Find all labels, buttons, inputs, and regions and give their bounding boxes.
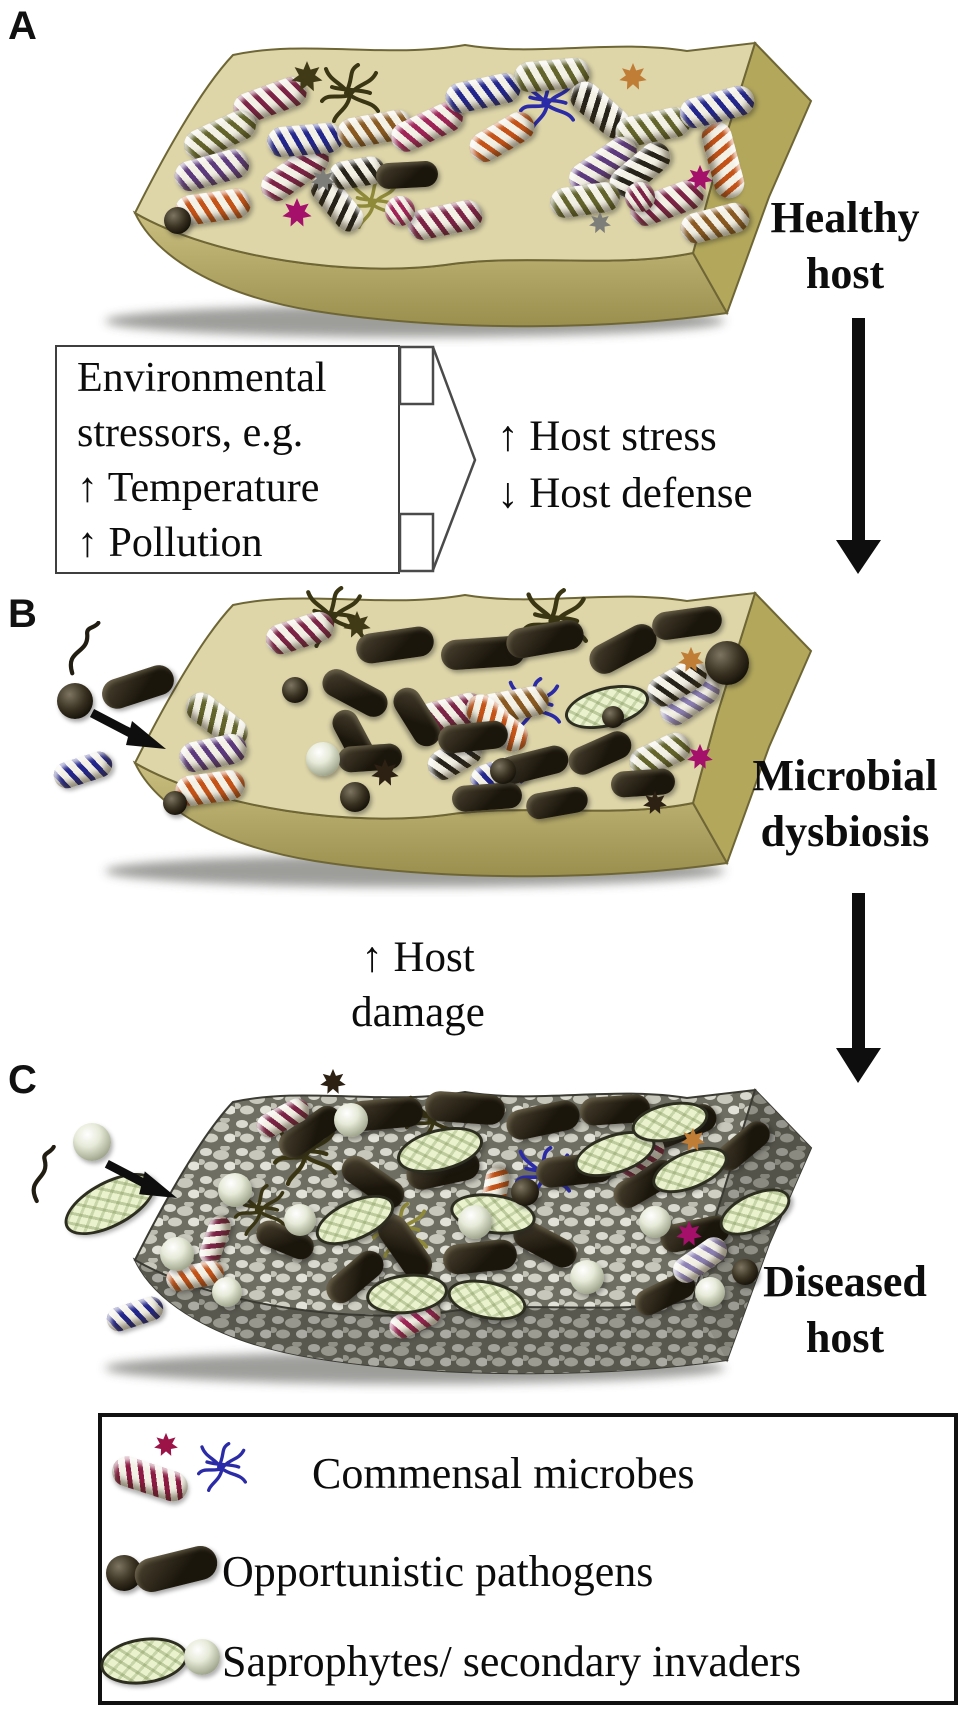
pathogen-rod-icon — [131, 1542, 221, 1596]
commensal-star-icon — [153, 1432, 179, 1458]
saprophyte-sphere — [306, 742, 340, 776]
commensal-star — [686, 164, 714, 192]
caption-line: Diseased — [763, 1257, 927, 1306]
panel-label-c: C — [8, 1058, 37, 1102]
host-stress-text: ↑ Host stress ↓ Host defense — [497, 408, 753, 522]
host-damage-line: ↑ Host — [361, 934, 475, 981]
scene-c — [31, 1062, 815, 1402]
stressor-line: Environmental — [77, 355, 327, 401]
commensal-star — [675, 1220, 703, 1248]
commensal-coccus — [385, 196, 415, 226]
caption-microbial-dysbiosis: Microbial dysbiosis — [712, 748, 975, 860]
commensal-filament-icon — [197, 1442, 247, 1492]
invasion-arrow — [103, 1157, 179, 1201]
invasion-arrow — [88, 707, 168, 751]
saprophyte-sphere — [212, 1277, 242, 1307]
commensal-star — [310, 167, 336, 193]
saprophyte-sphere — [458, 1205, 492, 1239]
caption-line: Microbial — [752, 751, 938, 800]
opportunistic-pathogen-coccus — [57, 683, 93, 719]
opportunistic-pathogen-coccus — [163, 206, 191, 234]
saprophyte-oval-icon — [97, 1632, 191, 1690]
legend-label-saprophytes: Saprophytes/ secondary invaders — [222, 1636, 802, 1686]
commensal-star — [342, 610, 372, 640]
legend-row-saprophytes: Saprophytes/ secondary invaders — [97, 1615, 954, 1707]
legend-label-commensal: Commensal microbes — [312, 1448, 695, 1498]
arrow-dysbiosis-to-diseased — [836, 893, 881, 1083]
commensal-star — [588, 211, 612, 235]
caption-line: dysbiosis — [760, 807, 930, 856]
host-defense-line: ↓ Host defense — [497, 470, 753, 517]
commensal-star — [370, 758, 400, 788]
stressor-line: stressors, e.g. — [77, 410, 304, 456]
legend-box: Commensal microbes Opportunistic pathoge… — [97, 1413, 958, 1707]
opportunistic-pathogen-coccus — [602, 706, 624, 728]
saprophyte-sphere — [73, 1123, 111, 1161]
opportunistic-pathogen-rod — [451, 781, 523, 813]
filamentous-microbe — [320, 63, 380, 123]
legend-row-pathogens: Opportunistic pathogens — [102, 1525, 954, 1617]
opportunistic-pathogen-coccus — [340, 782, 370, 812]
environmental-stressors-box: Environmental stressors, e.g. ↑ Temperat… — [55, 345, 400, 574]
commensal-star — [677, 646, 705, 674]
saprophyte-sphere — [160, 1237, 194, 1271]
flagellum — [21, 1142, 80, 1206]
opportunistic-pathogen-coccus — [511, 1178, 539, 1206]
saprophyte-sphere — [284, 1204, 316, 1236]
caption-line: host — [805, 249, 885, 298]
stressor-line: ↑ Temperature — [77, 465, 320, 511]
caption-line: host — [805, 1313, 885, 1362]
opportunistic-pathogen-rod — [375, 160, 439, 190]
commensal-coccus — [625, 182, 655, 212]
host-stress-line: ↑ Host stress — [497, 413, 717, 460]
panel-label-a: A — [8, 4, 37, 48]
stressor-line: ↑ Pollution — [77, 520, 263, 566]
legend-icons-pathogens — [102, 1525, 222, 1617]
legend-label-pathogens: Opportunistic pathogens — [222, 1546, 654, 1596]
host-damage-line: damage — [351, 989, 485, 1036]
saprophyte-sphere — [218, 1173, 252, 1207]
scene-a — [55, 15, 815, 355]
commensal-star — [281, 197, 313, 229]
saprophyte-sphere — [334, 1103, 368, 1137]
panel-label-b: B — [8, 592, 37, 636]
commensal-star — [642, 790, 668, 816]
legend-icons-saprophytes — [97, 1615, 222, 1707]
caption-line: Healthy — [770, 193, 920, 242]
legend-row-commensal: Commensal microbes — [102, 1423, 954, 1523]
arrow-healthy-to-dysbiosis — [836, 318, 881, 574]
opportunistic-pathogen-coccus — [282, 677, 308, 703]
saprophyte-sphere — [639, 1206, 671, 1238]
opportunistic-pathogen-coccus — [705, 641, 749, 685]
caption-healthy-host: Healthy host — [712, 190, 975, 302]
opportunistic-pathogen-rod — [424, 1090, 506, 1126]
commensal-star — [686, 743, 714, 771]
commensal-star — [680, 1127, 706, 1153]
stressor-block-arrow — [398, 345, 477, 573]
commensal-star — [618, 62, 648, 92]
commensal-rod-icon — [108, 1452, 192, 1506]
host-damage-text: ↑ Host damage — [318, 930, 518, 1040]
opportunistic-pathogen-coccus — [490, 758, 516, 784]
scene-b — [50, 565, 815, 905]
saprophyte-sphere — [570, 1260, 604, 1294]
flagellum — [65, 621, 115, 677]
caption-diseased-host: Diseased host — [712, 1254, 975, 1366]
commensal-star — [319, 1068, 347, 1096]
saprophyte-sphere — [695, 1277, 725, 1307]
opportunistic-pathogen-coccus — [732, 1259, 758, 1285]
opportunistic-pathogen-coccus — [163, 791, 187, 815]
legend-icons-commensal — [102, 1423, 312, 1523]
saprophyte-sphere-icon — [184, 1639, 220, 1675]
commensal-star — [290, 60, 324, 94]
